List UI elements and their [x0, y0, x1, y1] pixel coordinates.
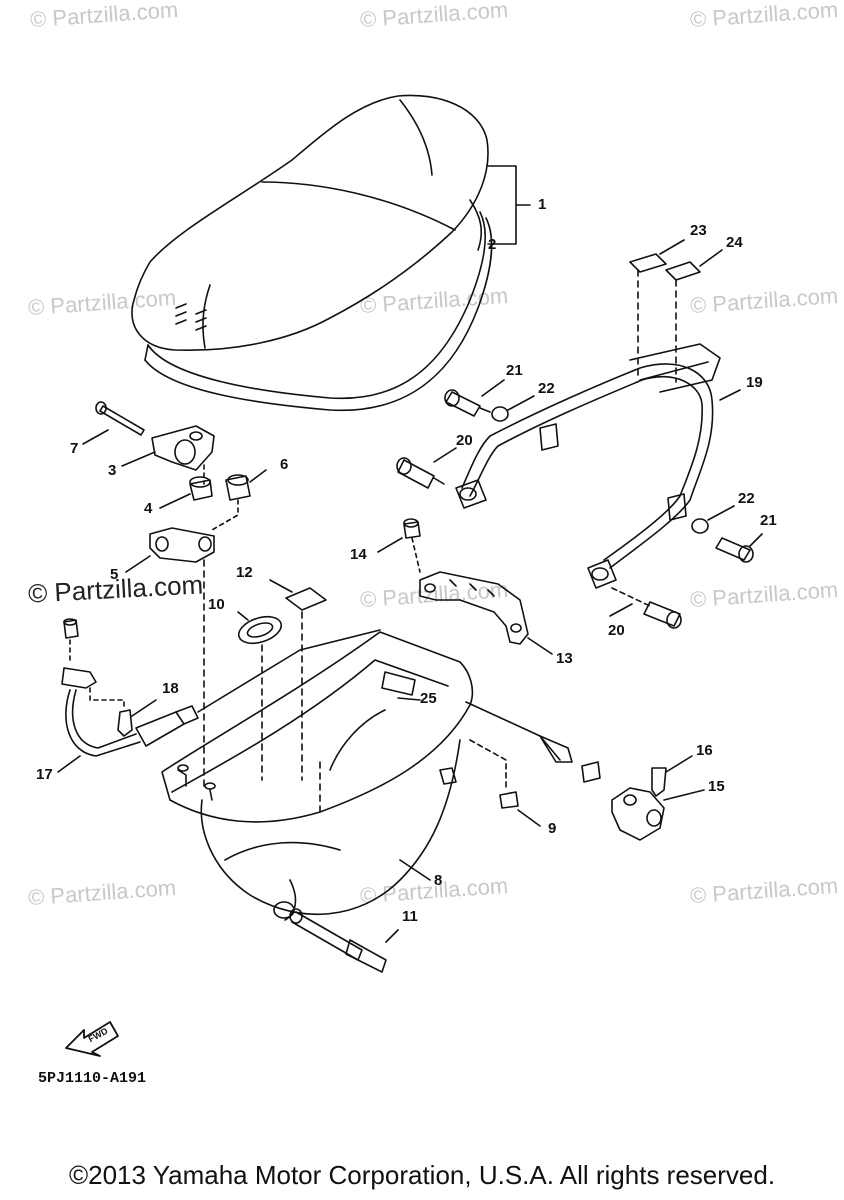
callout-5: 5	[110, 566, 119, 583]
copyright-notice: ©2013 Yamaha Motor Corporation, U.S.A. A…	[68, 1160, 776, 1190]
callout-22: 22	[738, 490, 755, 507]
callout-16: 16	[696, 742, 713, 759]
part-5-bracket	[125, 527, 215, 791]
part-13-bracket	[411, 537, 553, 655]
part-3-hinge	[121, 425, 215, 471]
part-15-lock	[611, 787, 705, 841]
part-21-bolt	[715, 533, 763, 563]
callout-18: 18	[162, 680, 179, 697]
part-24-pad	[665, 261, 701, 281]
part-22-washer	[691, 518, 709, 534]
callout-25: 25	[420, 690, 437, 707]
part-17-cable	[57, 618, 601, 783]
callout-17: 17	[36, 766, 53, 783]
callout-24: 24	[726, 234, 743, 251]
callout-20: 20	[608, 622, 625, 639]
part-12-pad	[285, 587, 327, 611]
callout-15: 15	[708, 778, 725, 795]
callout-3: 3	[108, 462, 117, 479]
part-7-bolt	[82, 401, 145, 445]
seat-drawing	[131, 94, 489, 352]
callout-10: 10	[208, 596, 225, 613]
callout-14: 14	[350, 546, 367, 563]
part-8-storage-box	[161, 631, 474, 921]
callout-23: 23	[690, 222, 707, 239]
callout-22: 22	[538, 380, 555, 397]
part-22-washer	[491, 406, 509, 422]
part-16-screw	[651, 755, 693, 797]
part-21-bolt	[444, 379, 505, 417]
part-10-grommet	[237, 611, 283, 781]
part-23-pad	[629, 253, 667, 273]
part-14-nut	[377, 518, 421, 553]
callout-9: 9	[548, 820, 557, 837]
callout-6: 6	[280, 456, 289, 473]
callout-8: 8	[434, 872, 443, 889]
callout-21: 21	[760, 512, 777, 529]
callout-19: 19	[746, 374, 763, 391]
seat-band-drawing	[144, 211, 493, 412]
callout-7: 7	[70, 440, 79, 457]
diagram-code: 5PJ1110-A191	[38, 1070, 147, 1087]
callout-20: 20	[456, 432, 473, 449]
part-9-clip	[469, 739, 541, 827]
part-20-bolt	[609, 587, 682, 629]
part-4-bushing	[159, 464, 213, 509]
part-11-bolt	[273, 901, 399, 973]
callout-12: 12	[236, 564, 253, 581]
callout-4: 4	[144, 500, 153, 517]
part-18-screw	[89, 687, 157, 737]
callout-11: 11	[402, 908, 418, 925]
callout-21: 21	[506, 362, 523, 379]
callout-2: 2	[488, 236, 497, 253]
fwd-label: FWD	[87, 1025, 110, 1044]
callout-1: 1	[538, 196, 547, 213]
part-6-nut	[211, 469, 267, 531]
part-20-bolt	[396, 447, 457, 489]
fwd-arrow-icon	[65, 1021, 119, 1057]
callout-13: 13	[556, 650, 573, 667]
part-19-grab-rail	[455, 269, 741, 589]
